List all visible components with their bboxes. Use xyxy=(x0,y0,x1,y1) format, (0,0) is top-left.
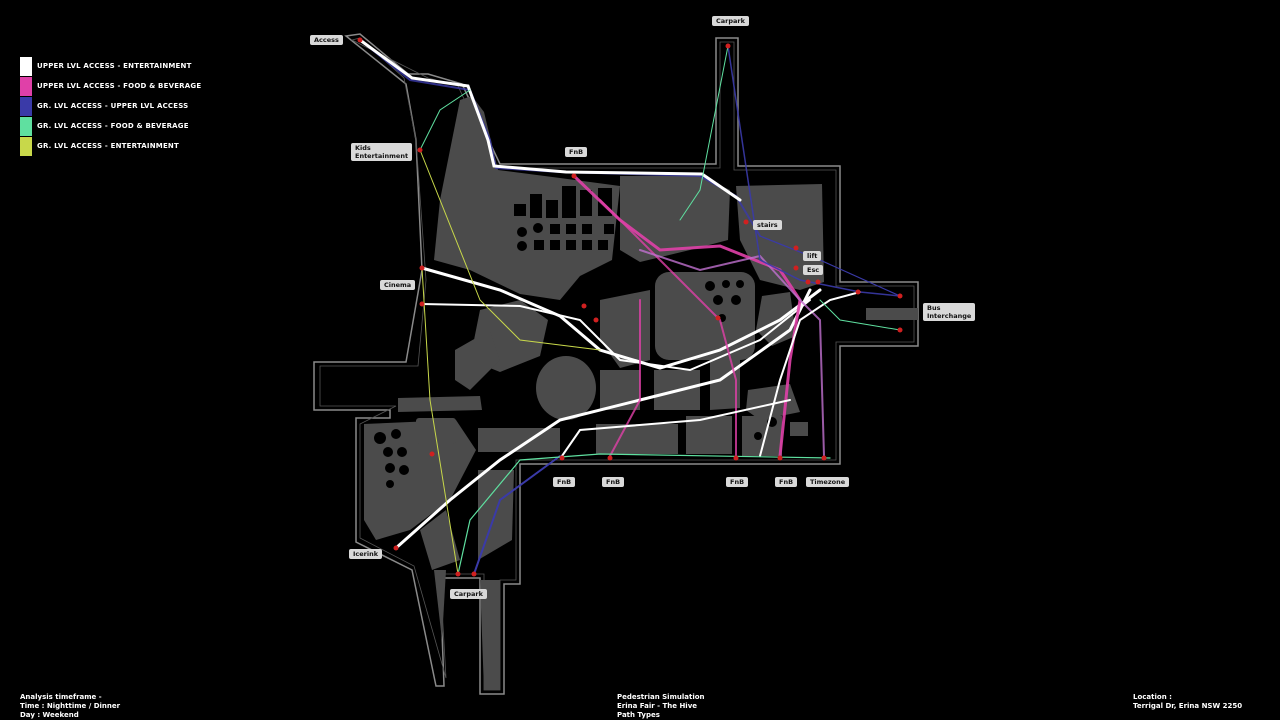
footer-center-line: Path Types xyxy=(617,711,660,719)
label-carpark-top: Carpark xyxy=(712,16,749,26)
path-type-legend: UPPER LVL ACCESS - ENTERTAINMENT UPPER L… xyxy=(20,56,201,156)
legend-item: GR. LVL ACCESS - UPPER LVL ACCESS xyxy=(20,96,201,116)
legend-swatch xyxy=(20,96,32,116)
legend-swatch xyxy=(20,56,32,76)
legend-label: UPPER LVL ACCESS - FOOD & BEVERAGE xyxy=(37,82,202,90)
label-cinema: Cinema xyxy=(380,280,416,290)
footer-right-line: Location : xyxy=(1133,693,1172,701)
label-timezone: Timezone xyxy=(806,477,850,487)
floor-voids xyxy=(374,186,777,488)
legend-label: UPPER LVL ACCESS - ENTERTAINMENT xyxy=(37,62,192,70)
legend-label: GR. LVL ACCESS - FOOD & BEVERAGE xyxy=(37,122,189,130)
label-icerink: Icerink xyxy=(349,549,383,559)
footer-left-line: Analysis timeframe - xyxy=(20,693,102,701)
label-bus-interchange: Bus Interchange xyxy=(923,303,976,321)
footer-center-line: Pedestrian Simulation xyxy=(617,693,705,701)
label-esc: Esc xyxy=(803,265,824,275)
legend-label: GR. LVL ACCESS - UPPER LVL ACCESS xyxy=(37,102,189,110)
footer-right-line: Terrigal Dr, Erina NSW 2250 xyxy=(1133,702,1243,710)
legend-item: UPPER LVL ACCESS - FOOD & BEVERAGE xyxy=(20,76,201,96)
label-stairs: stairs xyxy=(753,220,782,230)
label-fnb-1: FnB xyxy=(553,477,576,487)
path-bundles xyxy=(358,38,901,575)
label-carpark-bottom: Carpark xyxy=(450,589,487,599)
footer-title-block: Pedestrian Simulation Erina Fair - The H… xyxy=(617,693,705,720)
legend-item: UPPER LVL ACCESS - ENTERTAINMENT xyxy=(20,56,201,76)
label-fnb-4: FnB xyxy=(775,477,798,487)
footer-left-line: Time : Nighttime / Dinner xyxy=(20,702,121,710)
building-inner-outline xyxy=(319,37,915,691)
node-markers xyxy=(357,37,903,577)
footer-analysis-timeframe: Analysis timeframe - Time : Nighttime / … xyxy=(20,693,120,720)
legend-swatch xyxy=(20,76,32,96)
label-kids-entertainment: Kids Entertainment xyxy=(351,143,413,161)
footer-center-line: Erina Fair - The Hive xyxy=(617,702,698,710)
label-access: Access xyxy=(310,35,343,45)
legend-item: GR. LVL ACCESS - FOOD & BEVERAGE xyxy=(20,116,201,136)
label-fnb-3: FnB xyxy=(726,477,749,487)
legend-item: GR. LVL ACCESS - ENTERTAINMENT xyxy=(20,136,201,156)
footer-location: Location : Terrigal Dr, Erina NSW 2250 xyxy=(1133,693,1242,711)
label-fnb-2: FnB xyxy=(602,477,625,487)
footer-left-line: Day : Weekend xyxy=(20,711,79,719)
label-fnb-top: FnB xyxy=(565,147,588,157)
building-outline xyxy=(313,33,919,695)
legend-label: GR. LVL ACCESS - ENTERTAINMENT xyxy=(37,142,179,150)
label-lift: lift xyxy=(803,251,822,261)
legend-swatch xyxy=(20,116,32,136)
legend-swatch xyxy=(20,136,32,156)
